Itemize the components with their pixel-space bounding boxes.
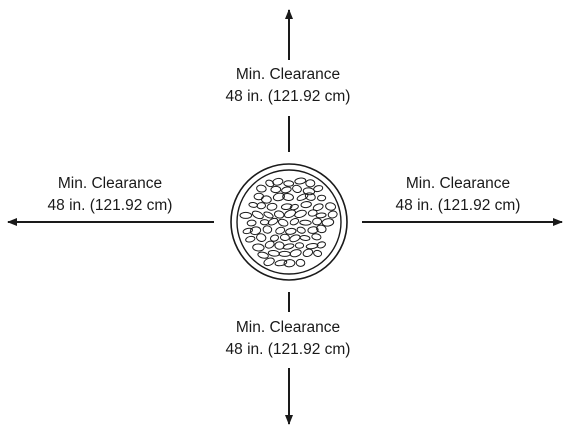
stone <box>289 249 302 258</box>
stone <box>307 209 318 217</box>
stone <box>251 210 264 220</box>
stone <box>295 258 306 267</box>
stone <box>239 211 253 219</box>
clearance-label-right: Min. Clearance 48 in. (121.92 cm) <box>368 173 548 217</box>
stone <box>312 217 323 226</box>
stone <box>294 209 307 219</box>
stone <box>264 240 275 249</box>
stone <box>272 177 284 186</box>
stone <box>274 259 288 267</box>
stone <box>327 210 338 219</box>
stone <box>262 225 273 234</box>
stone <box>283 209 297 219</box>
stone <box>257 251 269 259</box>
clearance-measure-top: 48 in. (121.92 cm) <box>225 88 351 105</box>
stone <box>321 218 335 227</box>
stone <box>275 226 286 235</box>
stone <box>277 218 289 227</box>
stone <box>256 202 266 210</box>
clearance-measure-right: 48 in. (121.92 cm) <box>395 197 521 214</box>
stone <box>313 185 324 193</box>
stone <box>266 202 278 211</box>
stone <box>273 210 285 219</box>
stone <box>246 219 257 227</box>
clearance-measure-left: 48 in. (121.92 cm) <box>47 197 173 214</box>
stone <box>304 192 316 201</box>
stone <box>245 235 256 243</box>
clearance-title-right: Min. Clearance <box>405 175 511 192</box>
stone <box>289 218 300 226</box>
stone <box>307 226 319 234</box>
stone <box>282 193 294 201</box>
stone <box>312 203 324 211</box>
stone <box>294 242 305 249</box>
stone <box>280 203 293 211</box>
stone <box>285 227 297 235</box>
stone <box>302 187 316 196</box>
stone <box>311 233 322 241</box>
stone <box>283 259 296 268</box>
stone <box>313 249 323 257</box>
clearance-label-left: Min. Clearance 48 in. (121.92 cm) <box>20 173 200 217</box>
stone <box>263 257 275 267</box>
stone <box>261 195 272 204</box>
stone <box>270 185 282 194</box>
stone <box>256 233 267 242</box>
stone <box>272 192 285 202</box>
stone <box>279 233 290 242</box>
stone <box>249 226 262 236</box>
stone <box>282 243 295 250</box>
stone <box>263 211 274 219</box>
stone <box>259 219 270 226</box>
stone <box>242 227 253 235</box>
stone <box>299 235 311 241</box>
stone <box>294 177 307 185</box>
stone <box>302 248 314 258</box>
stone <box>256 184 267 193</box>
clearance-title-top: Min. Clearance <box>235 66 341 83</box>
stone <box>296 226 306 234</box>
clearance-measure-bottom: 48 in. (121.92 cm) <box>225 341 351 358</box>
stone <box>265 179 275 188</box>
stone <box>305 179 316 188</box>
stone <box>283 180 295 187</box>
stone <box>316 241 326 249</box>
stone <box>281 186 292 194</box>
clearance-title-left: Min. Clearance <box>57 175 163 192</box>
stone <box>305 243 319 250</box>
fire-pit-with-stones-icon <box>230 163 348 281</box>
clearance-title-bottom: Min. Clearance <box>235 319 341 336</box>
stone <box>267 217 279 226</box>
stone <box>292 184 302 194</box>
stone <box>296 193 309 201</box>
stone <box>269 234 280 242</box>
stone <box>299 219 312 226</box>
stone <box>316 224 327 234</box>
stone <box>289 203 299 211</box>
stone <box>300 201 312 209</box>
clearance-label-top: Min. Clearance 48 in. (121.92 cm) <box>198 64 378 108</box>
stone <box>325 202 337 211</box>
stone <box>317 194 327 202</box>
stone <box>289 234 301 243</box>
stone <box>252 243 265 252</box>
clearance-label-bottom: Min. Clearance 48 in. (121.92 cm) <box>198 317 378 361</box>
stone <box>315 212 327 219</box>
